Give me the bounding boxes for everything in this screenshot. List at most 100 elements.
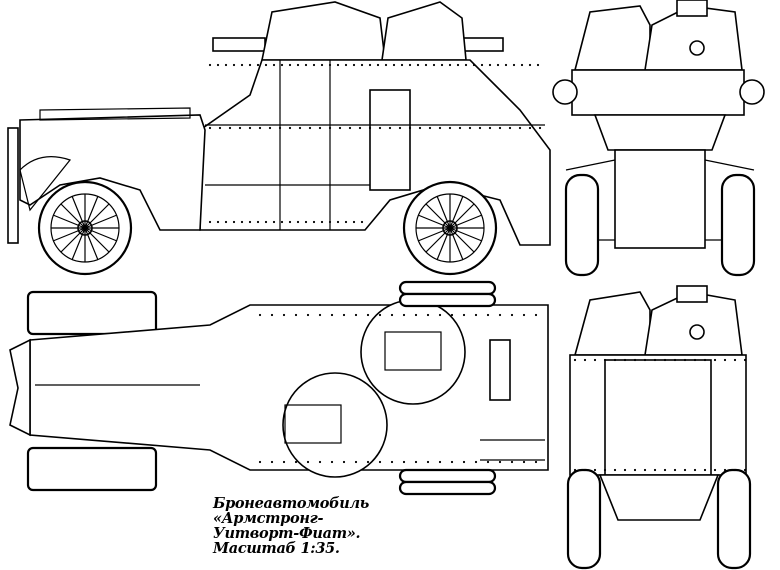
rivet — [512, 63, 516, 67]
turret-right — [381, 1, 467, 61]
rear-tire-left — [566, 468, 602, 570]
rivet — [296, 63, 300, 67]
rivet — [392, 63, 396, 67]
rivet — [224, 63, 228, 67]
machine-gun-port — [689, 40, 705, 56]
rivet — [296, 220, 300, 224]
rivet — [498, 313, 502, 317]
rivet — [366, 460, 370, 464]
front-fender — [19, 156, 72, 212]
rivet — [450, 313, 454, 317]
rivet — [390, 313, 394, 317]
rivet — [486, 313, 490, 317]
side-door — [369, 89, 411, 191]
front-tire-left — [564, 173, 600, 277]
side-view — [7, 1, 551, 276]
caption-model-line2: Уитворт-Фиат». — [213, 525, 361, 542]
rivet — [272, 220, 276, 224]
rivet — [474, 313, 478, 317]
rivet — [354, 313, 358, 317]
rivet — [478, 126, 482, 130]
rivet — [354, 460, 358, 464]
rivet — [408, 63, 412, 67]
rivet — [498, 126, 502, 130]
rivet — [342, 460, 346, 464]
rivet — [264, 220, 268, 224]
rivet — [528, 126, 532, 130]
rivet — [653, 468, 657, 472]
rivet — [328, 126, 332, 130]
rivet — [312, 63, 316, 67]
rivet — [348, 126, 352, 130]
rivet — [378, 313, 382, 317]
rivet — [673, 468, 677, 472]
rivet — [414, 313, 418, 317]
rivet — [258, 126, 262, 130]
rivet — [488, 126, 492, 130]
rivet — [703, 468, 707, 472]
rivet — [663, 358, 667, 362]
rivet — [510, 460, 514, 464]
rivet — [613, 358, 617, 362]
rivet — [448, 63, 452, 67]
rivet — [534, 460, 538, 464]
rivet — [508, 126, 512, 130]
rivet — [520, 63, 524, 67]
rivet — [360, 220, 364, 224]
rivet — [208, 63, 212, 67]
rivet — [538, 126, 542, 130]
rivet — [583, 468, 587, 472]
drawing-caption: Бронеавтомобиль «Армстронг- Уитворт-Фиат… — [213, 496, 369, 556]
turret-left — [261, 1, 386, 61]
rivet — [504, 63, 508, 67]
rivet — [623, 468, 627, 472]
rivet — [318, 126, 322, 130]
rivet — [522, 460, 526, 464]
rivet — [378, 460, 382, 464]
bonnet-top — [39, 107, 191, 121]
rear-tire-right — [716, 468, 752, 570]
rivet — [272, 63, 276, 67]
rivet — [456, 63, 460, 67]
rivet — [344, 63, 348, 67]
rivet — [256, 220, 260, 224]
rivet — [336, 220, 340, 224]
rivet — [418, 126, 422, 130]
rivet — [388, 126, 392, 130]
headlamp-right — [739, 79, 765, 105]
rivet — [282, 313, 286, 317]
rivet — [336, 63, 340, 67]
bonnet — [19, 114, 206, 231]
rivet — [603, 358, 607, 362]
rivet — [342, 313, 346, 317]
rivet — [703, 358, 707, 362]
rivet — [498, 460, 502, 464]
rivet — [328, 220, 332, 224]
rear-door — [604, 359, 712, 476]
rivet — [402, 313, 406, 317]
rivet — [510, 313, 514, 317]
rivet — [438, 126, 442, 130]
rivet — [224, 220, 228, 224]
rivet — [360, 63, 364, 67]
rivet — [528, 63, 532, 67]
rivet — [693, 468, 697, 472]
rivet — [593, 358, 597, 362]
rivet — [270, 460, 274, 464]
rivet — [713, 468, 717, 472]
rivet — [390, 460, 394, 464]
front-bumper — [7, 127, 19, 244]
rivet — [306, 313, 310, 317]
rivet — [623, 358, 627, 362]
rivet — [318, 313, 322, 317]
front-tire-right — [720, 173, 756, 277]
rivet — [248, 63, 252, 67]
rivet — [408, 126, 412, 130]
rivet — [468, 126, 472, 130]
caption-scale: Масштаб 1:35. — [213, 540, 340, 557]
rivet — [330, 313, 334, 317]
caption-model-line1: «Армстронг- — [213, 510, 324, 527]
rivet — [344, 220, 348, 224]
rivet — [280, 220, 284, 224]
